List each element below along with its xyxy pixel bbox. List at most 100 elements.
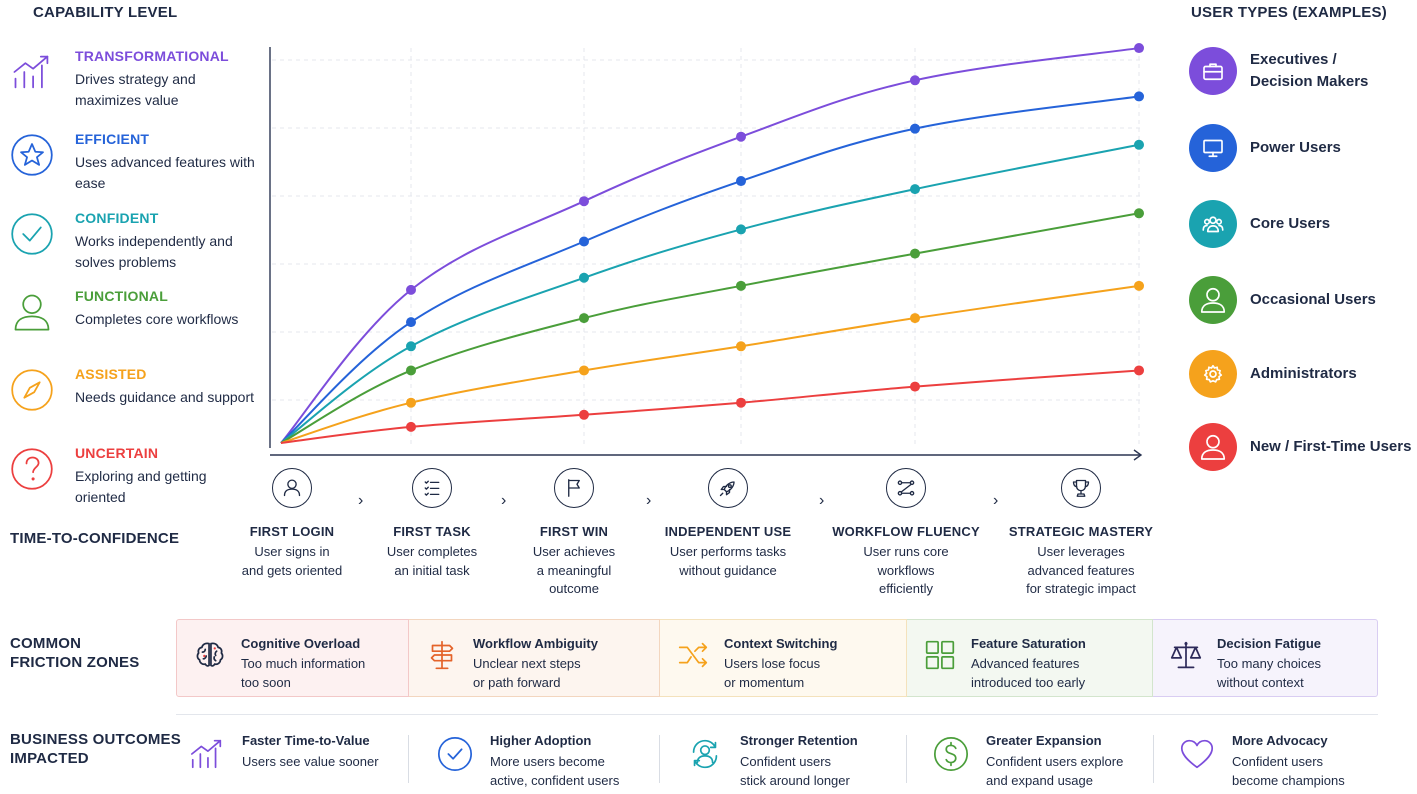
data-point [406,421,416,432]
friction-zone-title: Cognitive Overload [241,636,361,651]
series-line [280,284,1140,444]
data-point [910,248,920,259]
user-type-label-line1: New / First-Time Users [1250,438,1412,455]
data-point [910,123,920,134]
outcome-description-line: More users become [490,754,605,769]
series-line [280,47,1140,444]
growth-chart-icon [188,735,226,773]
brain-icon [191,636,229,674]
outcome-divider [1153,735,1154,783]
user-type-4: Administrators [1189,350,1417,400]
friction-zone-description: Too much information too soon [241,654,411,692]
switch-arrows-icon [674,636,712,674]
outcome-description: Confident users stick around longer [740,752,920,790]
data-point [579,409,589,420]
chevron-right-icon: › [358,492,364,509]
data-point [1134,43,1144,54]
friction-zone-description-line: or path forward [473,675,561,690]
data-point [1134,139,1144,150]
outcome-description-line: Confident users [740,754,832,769]
stage-title: FIRST LOGIN [249,524,335,539]
friction-zone-description-line: Too many choices [1217,656,1322,671]
workflow-icon [886,468,926,508]
friction-zone-title: Decision Fatigue [1217,636,1322,651]
outcome-description-line: stick around longer [740,773,850,788]
outcome-description-line: Users see value sooner [242,754,379,769]
friction-zone-description-line: Too much information [241,656,366,671]
stage-description-line: User runs core [863,544,949,559]
friction-zone-description-line: Unclear next steps [473,656,581,671]
friction-zone-description-line: Users lose focus [724,656,821,671]
capability-level-name: CONFIDENT [75,210,159,226]
data-point [736,341,746,352]
data-point [579,365,589,376]
data-point [1134,208,1144,219]
user-icon [272,468,312,508]
gear-icon [1189,350,1237,398]
outcomes-heading-line2: IMPACTED [10,750,89,767]
friction-zone-description-line: or momentum [724,675,805,690]
capability-level-heading: CAPABILITY LEVEL [33,4,178,21]
monitor-icon [1189,124,1237,172]
friction-zone-description: Unclear next steps or path forward [473,654,643,692]
series-line [280,143,1140,444]
question-icon [10,447,54,491]
outcome-description-line: active, confident users [490,773,620,788]
stage-title: FIRST WIN [539,524,609,539]
briefcase-icon [1189,47,1237,95]
stage-description-line: User performs tasks [669,544,787,559]
friction-zone-description-line: too soon [241,675,291,690]
compass-icon [10,368,54,412]
series-line [280,95,1140,444]
checklist-icon [412,468,452,508]
user-type-label-line1: Administrators [1250,365,1357,382]
capability-level-description: Drives strategy and maximizes value [75,71,196,108]
user-type-label: New / First-Time Users [1250,436,1417,458]
capability-level-description: Exploring and getting oriented [75,468,207,505]
user-type-2: Core Users [1189,200,1417,250]
scales-icon [1167,636,1205,674]
stage-title: STRATEGIC MASTERY [1008,524,1154,539]
data-point [736,280,746,291]
user-types-heading: USER TYPES (EXAMPLES) [1191,4,1387,21]
user-type-label-line1: Executives / [1250,51,1337,68]
series-4 [280,280,1144,444]
series-3 [280,208,1144,444]
outcome-title: More Advocacy [1232,733,1328,748]
series-line [280,212,1140,444]
outcome-description-line: become champions [1232,773,1345,788]
data-point [736,397,746,408]
outcome-description: Users see value sooner [242,752,422,771]
person-icon [1189,276,1237,324]
data-point [406,397,416,408]
rocket-icon [708,468,748,508]
data-point [406,365,416,376]
user-type-0: Executives /Decision Makers [1189,47,1417,97]
user-type-label-line1: Power Users [1250,139,1341,156]
data-point [1134,365,1144,376]
data-point [579,196,589,207]
stage-description-line: and gets oriented [241,562,343,578]
outcome-title: Greater Expansion [986,733,1102,748]
user-type-label: Power Users [1250,137,1417,159]
outcome-description: More users become active, confident users [490,752,670,790]
data-point [910,184,920,195]
check-icon [10,212,54,256]
check-circle-icon [436,735,474,773]
outcome-description-line: and expand usage [986,773,1093,788]
capability-level-description: Completes core workflows [75,311,239,327]
stage-description-line: an initial task [394,562,470,578]
